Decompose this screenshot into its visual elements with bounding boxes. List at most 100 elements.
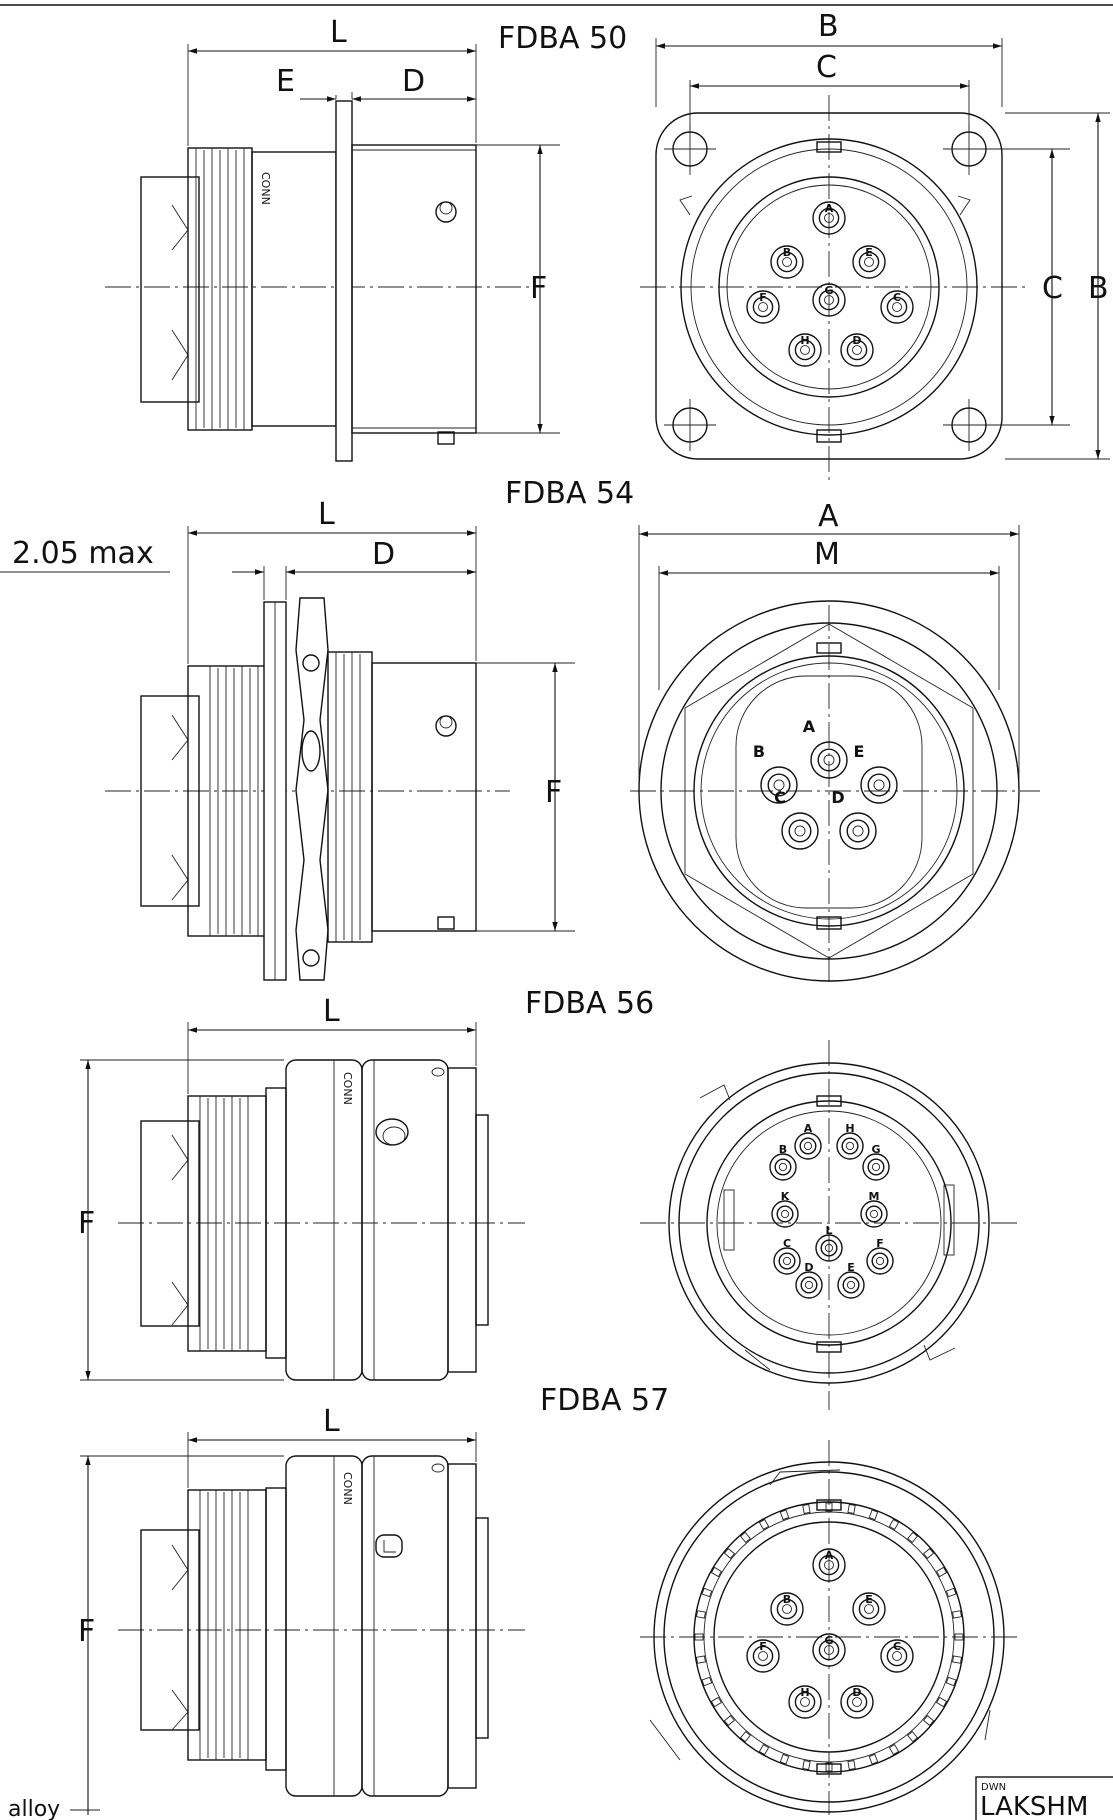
contact-pin-E: E: [837, 1261, 865, 1299]
pin-label-B: B: [783, 1593, 791, 1606]
contact-pin-C: C: [773, 1237, 801, 1275]
pin-label-B: B: [753, 742, 765, 761]
dim-label-E: E: [276, 64, 295, 99]
coupling-ring-face: [668, 1062, 990, 1384]
view-fdba-56: FDBA 56 CONN: [78, 986, 1020, 1410]
dim-label-B-vertical: B: [1088, 271, 1109, 306]
view-title-fdba-50: FDBA 50: [498, 21, 627, 56]
view-fdba-54: FDBA 54: [0, 476, 1040, 985]
title-block-field-value: LAKSHM: [980, 1792, 1088, 1820]
pin-label-G: G: [824, 1634, 833, 1647]
dim-label-L: L: [318, 497, 335, 532]
dim-label-A: A: [818, 499, 839, 534]
contact-pin-D: D: [831, 788, 877, 850]
dim-label-M: M: [814, 537, 840, 572]
view-fdba-50: FDBA 50 CONN: [105, 9, 1110, 480]
pin-label-D: D: [852, 1686, 861, 1699]
contact-pin-C: C: [880, 1639, 914, 1673]
contact-pin-H: H: [836, 1122, 864, 1160]
jam-nut-face: [638, 600, 1020, 982]
coupling-ring-face: [653, 1461, 1005, 1813]
pin-label-B: B: [779, 1143, 787, 1156]
contact-pin-B: B: [753, 742, 798, 804]
insert-face: [140, 176, 200, 403]
coupling-ring: [285, 1059, 363, 1381]
pin-label-F: F: [759, 291, 767, 304]
pin-label-C: C: [893, 1640, 901, 1653]
side-view-fdba-50: CONN L E D F: [105, 15, 560, 462]
contact-pin-D: D: [840, 333, 874, 367]
dim-label-F: F: [530, 271, 547, 306]
square-flange: [335, 100, 353, 462]
pin-label-E: E: [865, 246, 873, 259]
pin-label-C: C: [893, 291, 901, 304]
body-marking: CONN: [259, 172, 272, 205]
pin-label-C: C: [783, 1237, 791, 1250]
contact-pin-F: F: [866, 1237, 894, 1275]
pin-label-D: D: [804, 1261, 813, 1274]
contact-pin-layout: A B C D E F G H: [746, 201, 914, 367]
contact-pin-E: E: [852, 1592, 886, 1626]
title-block: DWN LAKSHM: [975, 1776, 1113, 1820]
view-title-fdba-57: FDBA 57: [540, 1383, 669, 1418]
front-view-fdba-56: A B CD EF G H KL M: [640, 1040, 1020, 1410]
view-title-fdba-54: FDBA 54: [505, 476, 634, 511]
dim-label-L: L: [330, 15, 347, 50]
contact-pin-E: E: [854, 742, 898, 804]
pin-label-B: B: [783, 246, 791, 259]
contact-pin-F: F: [746, 1639, 780, 1673]
contact-pin-G: G: [812, 283, 846, 317]
dim-label-D: D: [402, 64, 425, 99]
pin-label-H: H: [845, 1122, 854, 1135]
side-view-fdba-56: CONN L F: [78, 994, 525, 1381]
contact-pin-C: C: [880, 290, 914, 324]
pin-label-A: A: [803, 717, 816, 736]
contact-pin-A: A: [812, 201, 846, 235]
body-marking: CONN: [341, 1472, 354, 1505]
pin-label-D: D: [831, 788, 844, 807]
contact-pin-D: D: [840, 1685, 874, 1719]
pin-label-H: H: [800, 334, 809, 347]
pin-label-F: F: [759, 1640, 767, 1653]
pin-label-E: E: [854, 742, 865, 761]
contact-pin-C: C: [774, 788, 819, 850]
contact-pin-L: L: [815, 1224, 843, 1262]
contact-pin-F: F: [746, 290, 780, 324]
pin-label-A: A: [825, 1549, 834, 1562]
pin-label-A: A: [804, 1122, 813, 1135]
dim-label-C-vertical: C: [1042, 271, 1063, 306]
front-view-fdba-57: A B C D E F G H: [640, 1440, 1020, 1815]
dim-label-F: F: [545, 775, 562, 810]
square-flange-face: [655, 112, 1003, 460]
contact-pin-layout: A B C D E F G H: [746, 1548, 914, 1719]
dim-label-C: C: [816, 50, 837, 85]
view-fdba-57: FDBA 57 CONN: [78, 1383, 1020, 1815]
contact-pin-H: H: [788, 333, 822, 367]
contact-pin-A: A: [794, 1122, 822, 1160]
dim-label-max: 2.05 max: [12, 536, 154, 571]
pin-label-F: F: [876, 1237, 884, 1250]
contact-pin-E: E: [852, 245, 886, 279]
contact-pin-D: D: [795, 1261, 823, 1299]
dim-label-F: F: [78, 1614, 95, 1649]
pin-label-M: M: [869, 1190, 880, 1203]
dim-label-F: F: [78, 1206, 95, 1241]
side-view-fdba-54: L 2.05 max D F: [0, 497, 575, 981]
dim-label-B: B: [818, 9, 839, 44]
side-view-fdba-57: CONN L F: [78, 1404, 525, 1815]
pin-label-G: G: [871, 1143, 880, 1156]
pin-label-H: H: [800, 1686, 809, 1699]
pin-label-A: A: [825, 202, 834, 215]
contact-pin-B: B: [769, 1143, 797, 1181]
pin-label-E: E: [865, 1593, 873, 1606]
pin-label-G: G: [824, 284, 833, 297]
contact-pin-H: H: [788, 1685, 822, 1719]
dim-label-L: L: [323, 1404, 340, 1439]
contact-pin-K: K: [771, 1190, 799, 1228]
jam-nut: [295, 597, 329, 981]
anti-rotation-teeth: [694, 1502, 964, 1772]
contact-pin-A: A: [803, 717, 848, 779]
